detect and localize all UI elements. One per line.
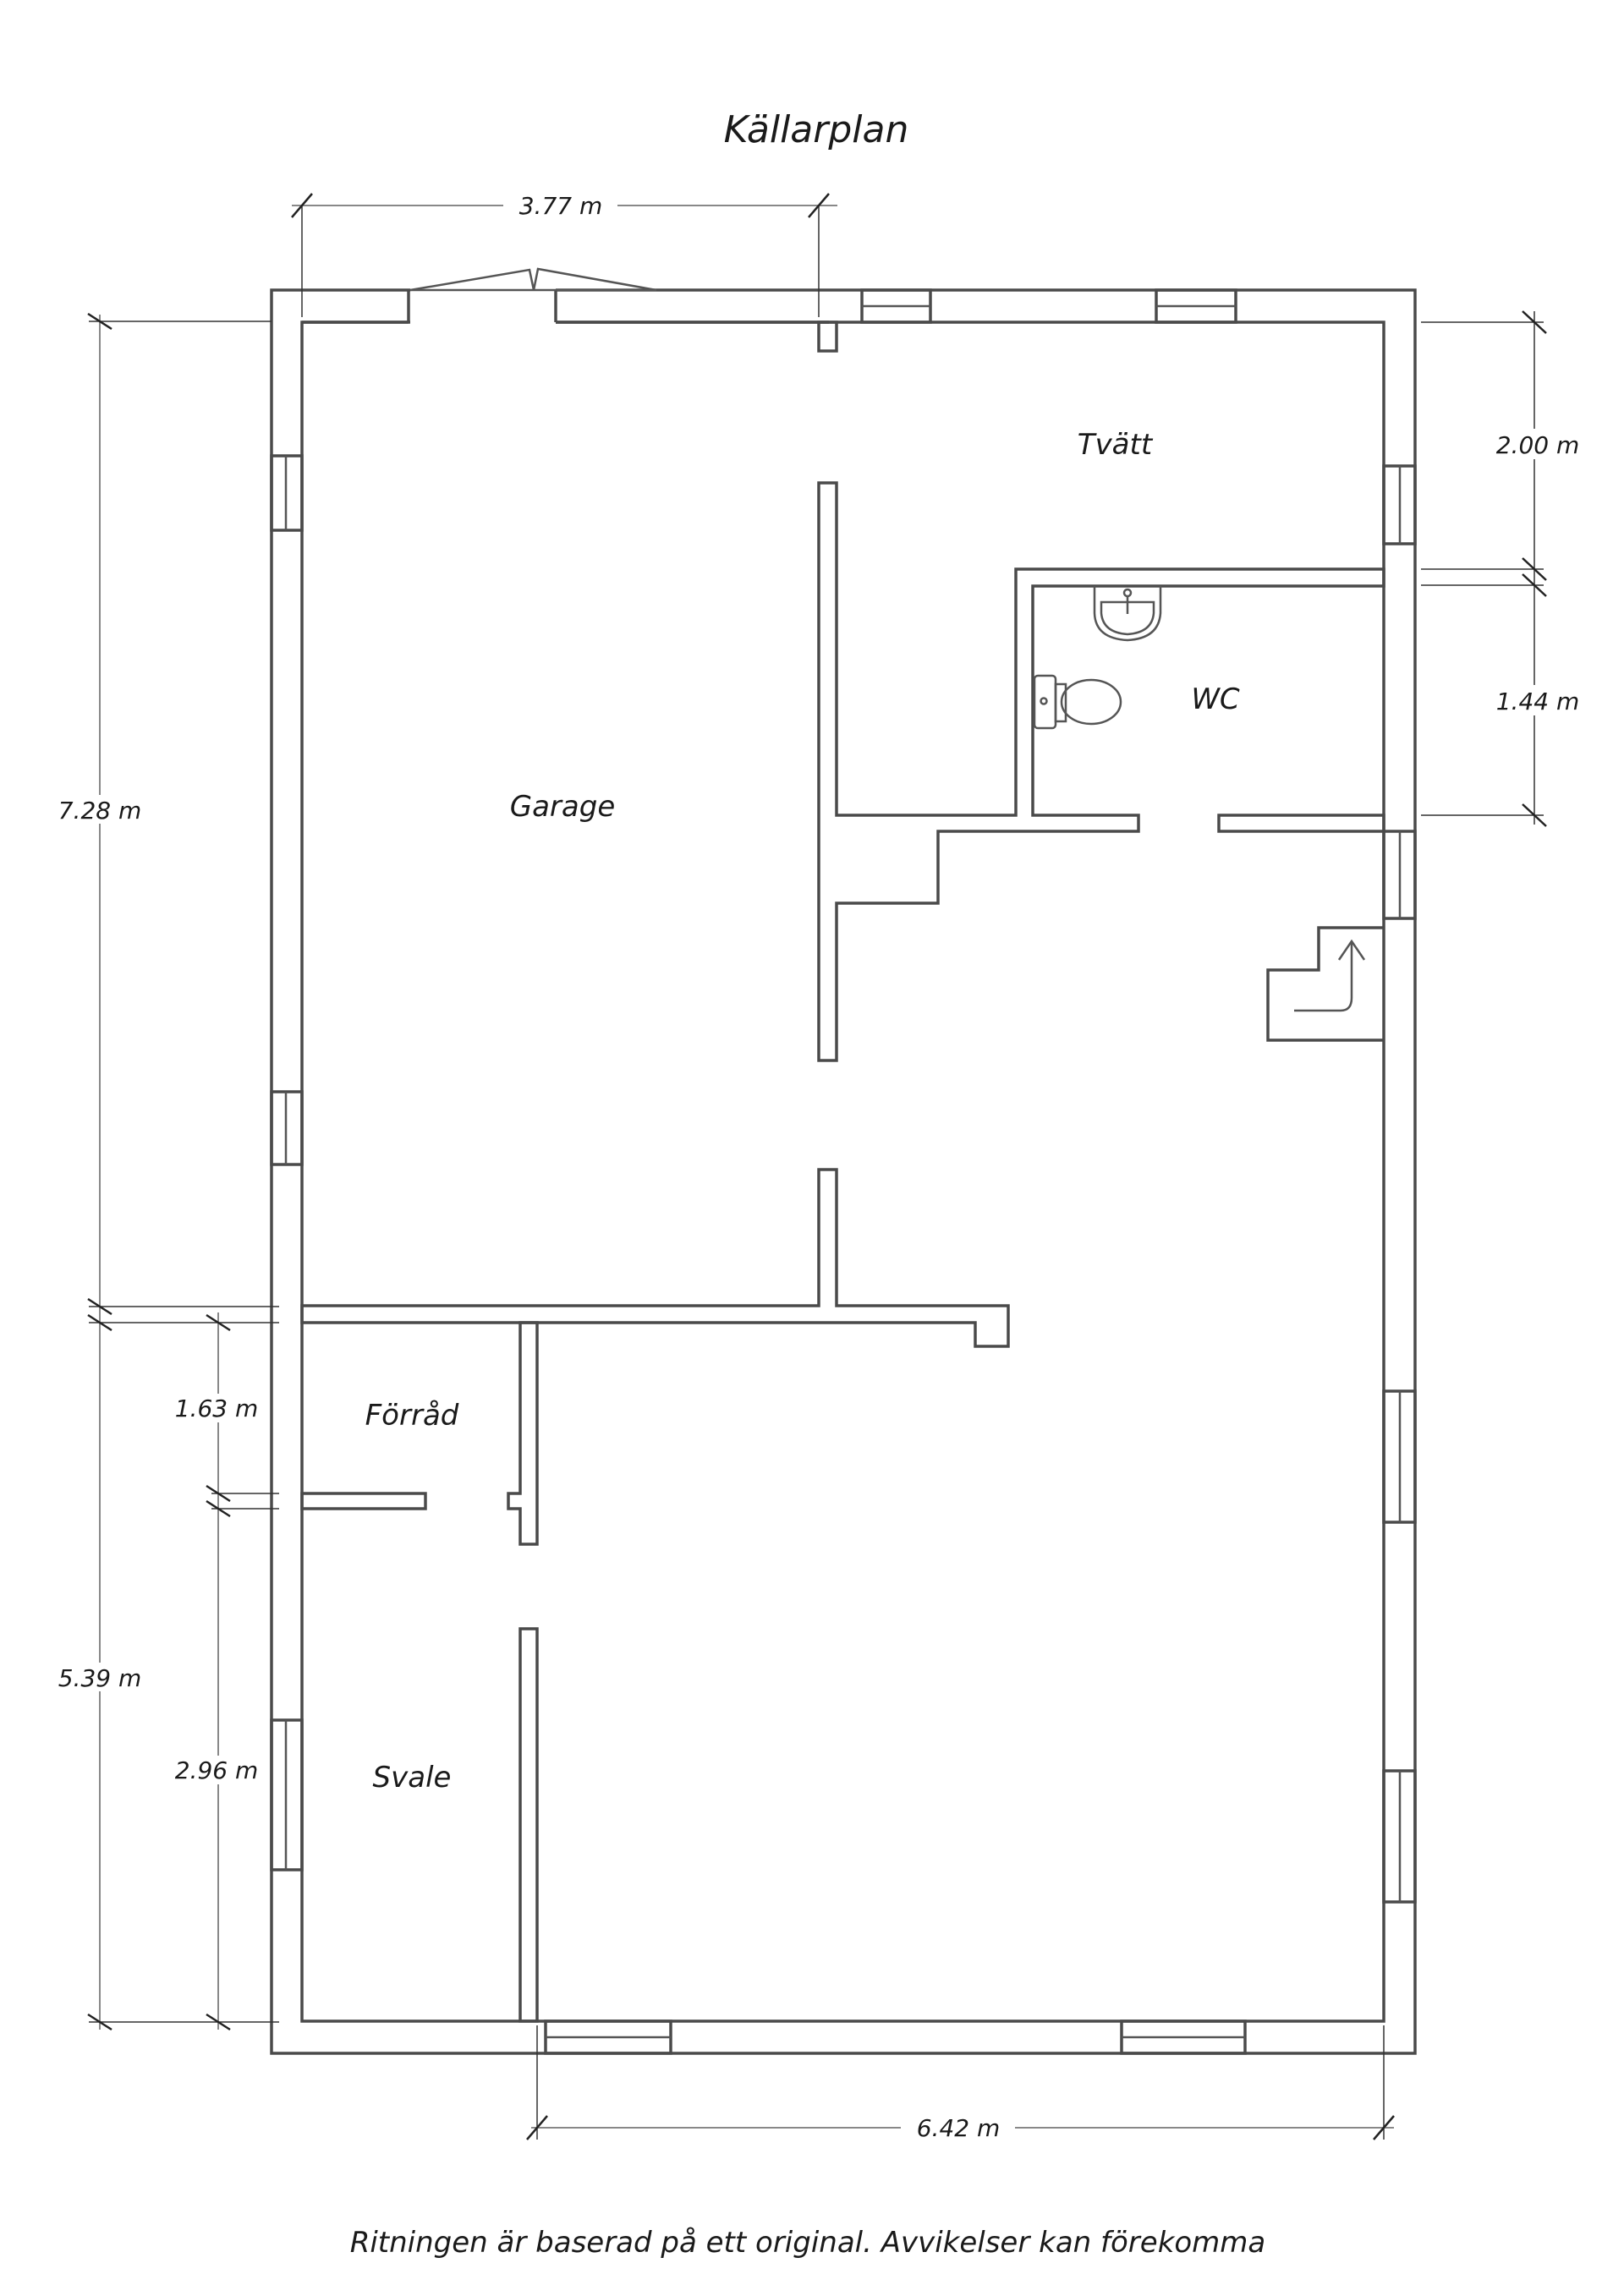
dimension-label-wc: 1.44 m	[1496, 688, 1580, 715]
wall-stub-top	[817, 321, 838, 353]
dimension-left-inner: 1.63 m 2.96 m	[165, 1312, 279, 2031]
sink-fixture	[1093, 586, 1162, 642]
dimension-label-left-lower: 5.39 m	[58, 1664, 142, 1692]
garage-door	[302, 267, 829, 330]
dimension-left-outer: 7.28 m 5.39 m	[47, 312, 279, 2031]
dimension-top: 3.77 m	[291, 192, 837, 317]
room-label-forrad: Förråd	[365, 1399, 459, 1433]
room-label-tvatt: Tvätt	[1078, 428, 1154, 462]
dimension-label-bottom: 6.42 m	[917, 2114, 1001, 2142]
dimension-label-top: 3.77 m	[519, 192, 603, 220]
room-label-garage: Garage	[510, 790, 616, 824]
bottom-windows	[544, 2019, 1247, 2055]
outer-walls	[270, 288, 1417, 2055]
footer-disclaimer: Ritningen är baserad på ett original. Av…	[350, 2226, 1266, 2260]
dimension-label-forrad: 1.63 m	[175, 1395, 259, 1422]
toilet-fixture	[1033, 674, 1122, 730]
top-windows	[860, 288, 1237, 324]
dimension-label-left-upper: 7.28 m	[58, 797, 142, 825]
staircase	[1266, 926, 1384, 1042]
dimension-label-svale: 2.96 m	[175, 1756, 259, 1784]
room-label-svale: Svale	[373, 1761, 452, 1795]
left-windows	[270, 454, 304, 1871]
dimension-label-tvatt: 2.00 m	[1496, 431, 1580, 459]
dimension-bottom: 6.42 m	[526, 2025, 1395, 2142]
dimension-right: 2.00 m 1.44 m	[1421, 310, 1590, 827]
room-label-wc: WC	[1191, 682, 1240, 716]
interior-walls	[300, 481, 1385, 2023]
right-windows	[1382, 464, 1417, 1904]
page-title: Källarplan	[724, 108, 909, 151]
